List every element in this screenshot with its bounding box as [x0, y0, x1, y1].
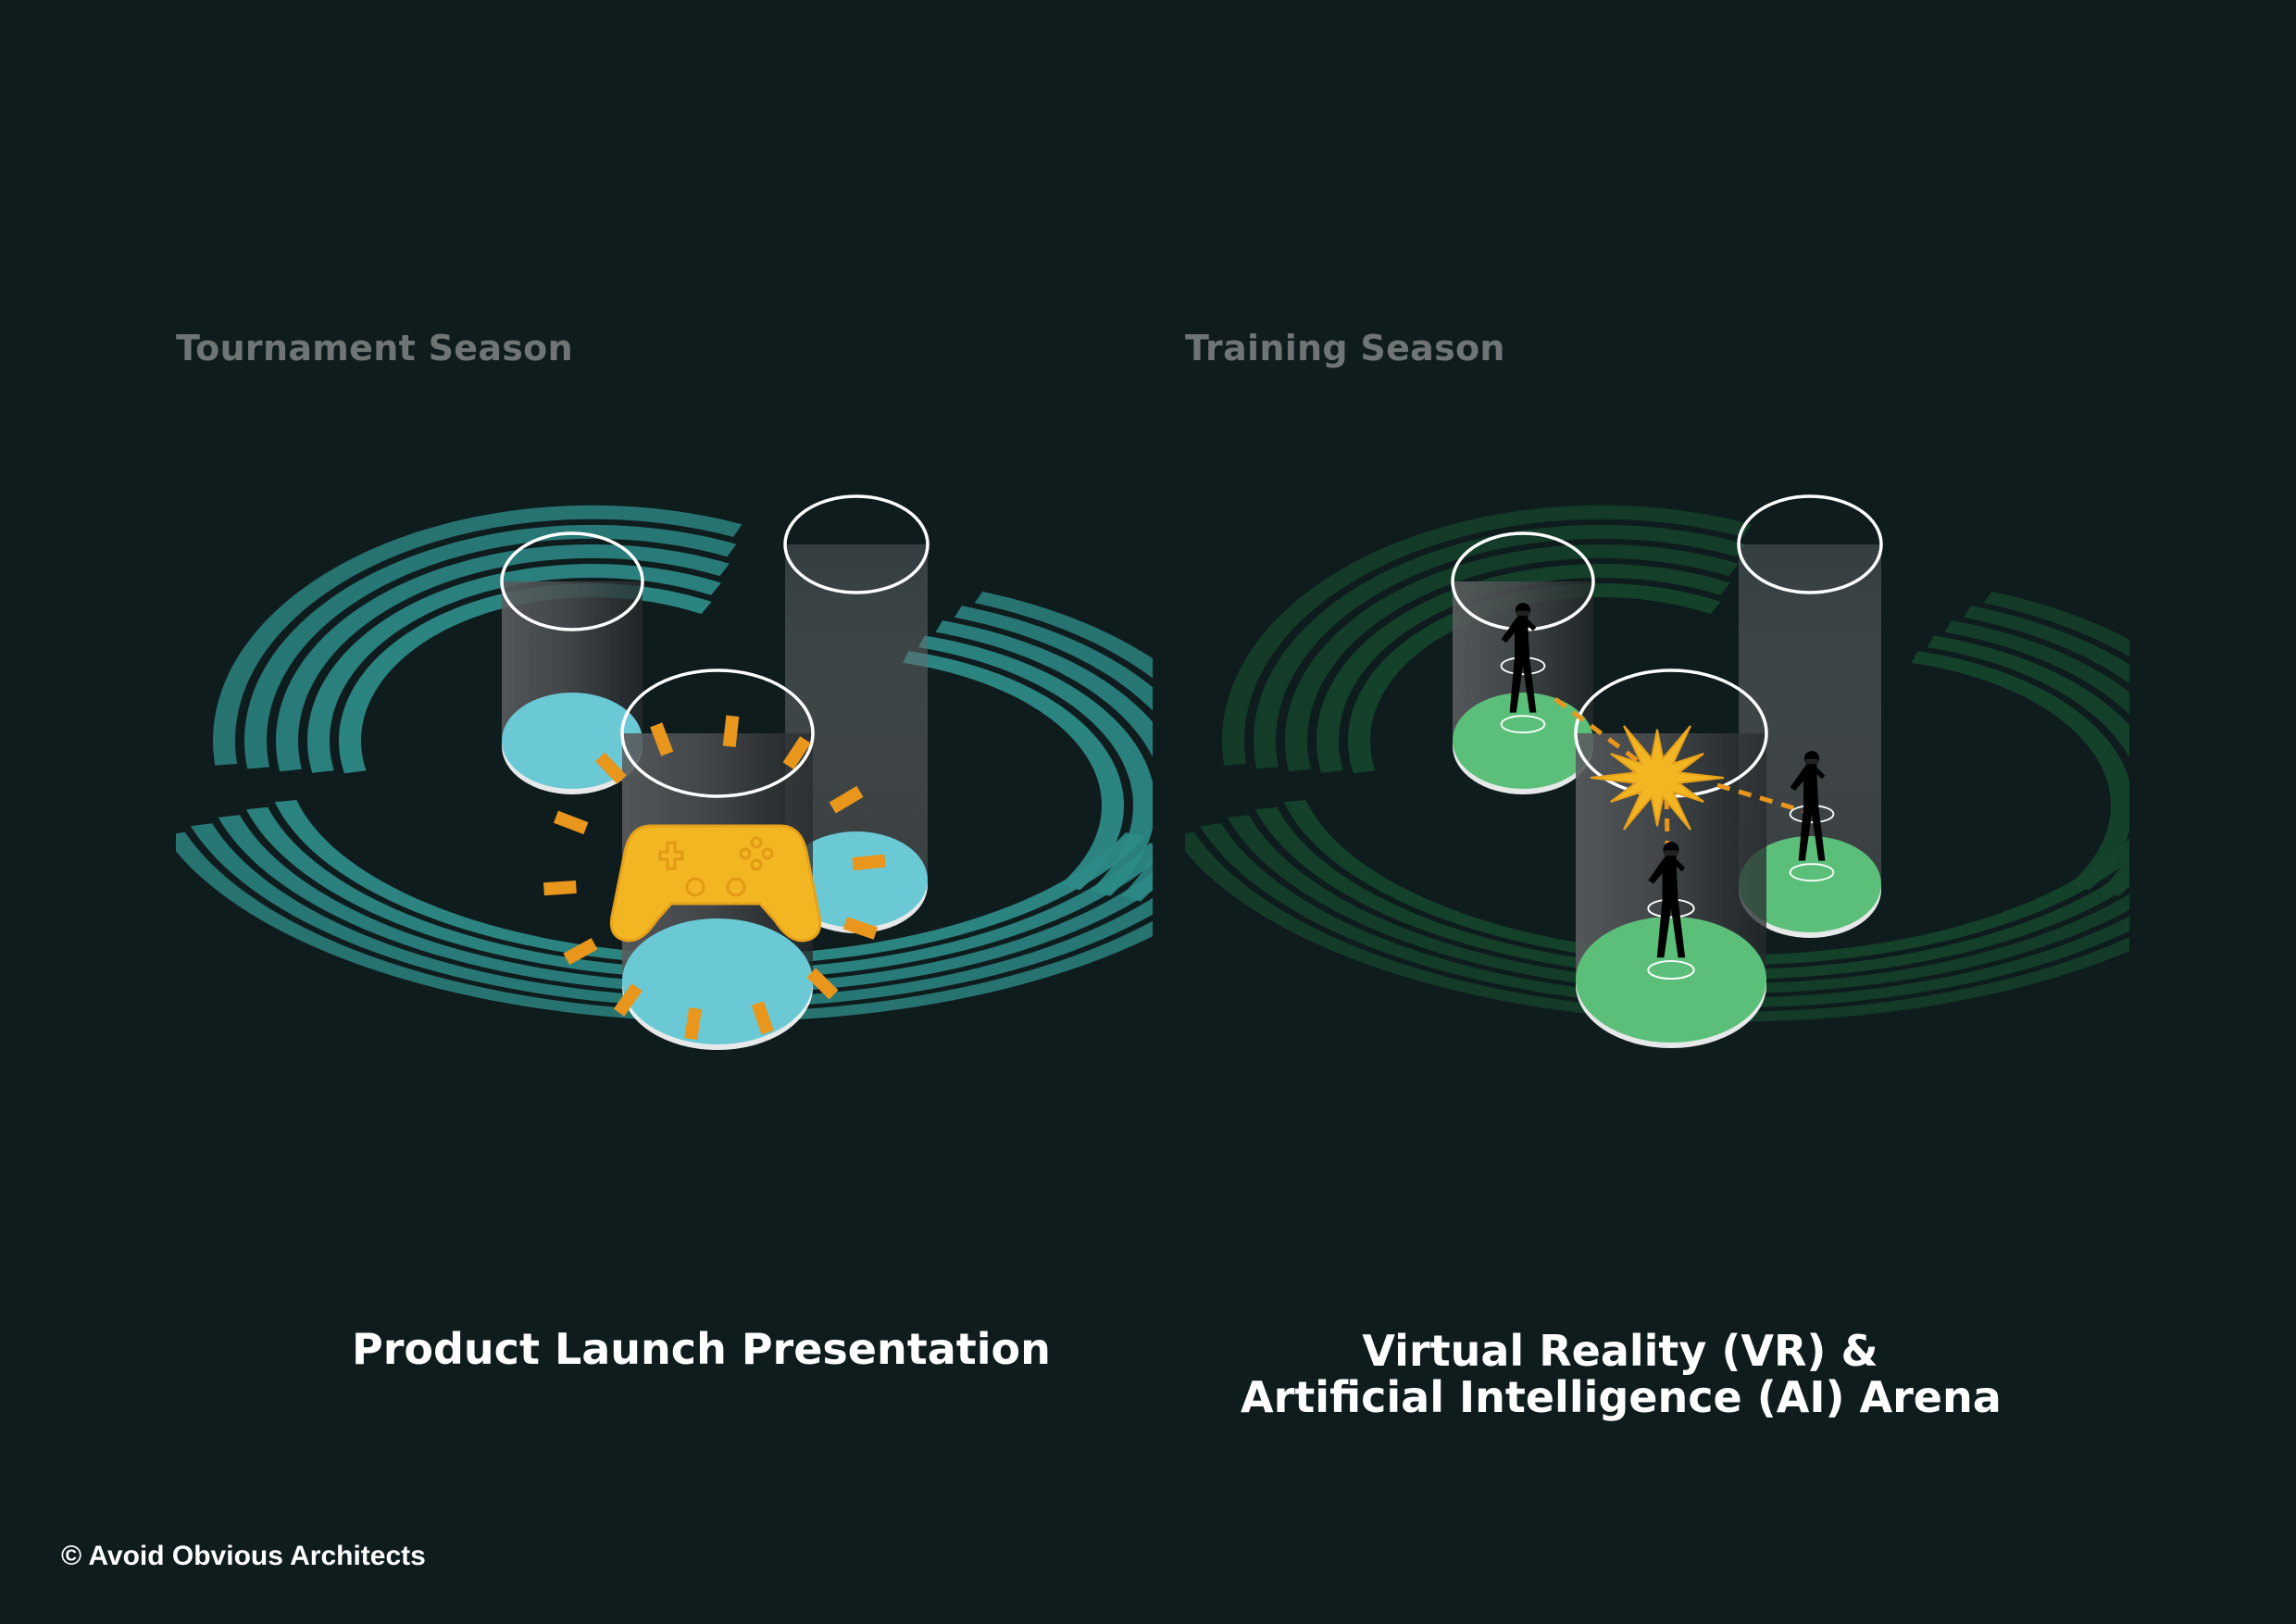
column-top-ring: [783, 494, 930, 594]
highlight-ray: [613, 983, 643, 1017]
copyright-notice: © Avoid Obvious Architects: [61, 1541, 426, 1571]
vr-player-icon: [1789, 751, 1835, 882]
seating-tier-band: [276, 544, 730, 772]
seating-tier-band: [1227, 815, 2129, 993]
training-stage-pods: [1451, 494, 1883, 1048]
player-silhouette: [1648, 842, 1686, 958]
player-silhouette: [1790, 751, 1826, 861]
highlight-ray: [829, 785, 864, 814]
thumbstick: [726, 877, 746, 897]
controller-button: [750, 858, 763, 871]
player-ring: [1500, 715, 1546, 734]
controller-button: [739, 847, 752, 860]
highlight-ray: [751, 1001, 774, 1035]
stage-platform: [622, 918, 813, 1044]
seating-tier-band: [1254, 524, 1746, 769]
vr-headset: [1664, 850, 1678, 856]
seating-tier-band: [1944, 620, 2129, 715]
seating-tier-band: [1285, 544, 1739, 772]
controller-body: [609, 824, 822, 943]
light-column: [1739, 544, 1881, 932]
column-top-ring: [500, 531, 644, 631]
highlight-ray: [595, 752, 627, 784]
vr-headset: [1516, 610, 1530, 617]
vr-player-icon: [1500, 603, 1546, 734]
controller-button: [750, 836, 763, 849]
highlight-ray: [684, 1007, 703, 1041]
seating-tier-band: [1283, 800, 2129, 966]
seating-tier-band: [1185, 831, 2129, 1022]
player-silhouette: [1501, 603, 1537, 713]
highlight-ray: [553, 810, 589, 835]
highlight-ray: [806, 968, 839, 1000]
seating-tier-band: [1348, 583, 1721, 774]
game-controller-icon: [609, 824, 822, 943]
player-ring: [1647, 960, 1695, 981]
highlight-ray: [563, 938, 598, 966]
seating-tier-band: [1316, 564, 1730, 773]
seating-tier-band: [1255, 806, 2129, 980]
seating-tier-rings: [176, 505, 1153, 1022]
thumbstick: [685, 877, 705, 897]
controller-button: [761, 847, 774, 860]
light-column: [785, 544, 928, 928]
stage-platform: [1739, 836, 1881, 932]
seating-tier-band: [1983, 591, 2129, 657]
seating-tier-band: [1963, 606, 2129, 684]
dpad-icon: [658, 841, 684, 870]
vr-player-icon: [1647, 842, 1695, 981]
caption-line: Artificial Intelligence (AI) Arena: [1241, 1372, 2002, 1422]
seating-tier-band: [974, 591, 1153, 679]
training-season-label: Training Season: [1185, 328, 1505, 369]
tournament-season-label: Tournament Season: [176, 328, 573, 369]
seating-tier-band: [1200, 823, 2129, 1008]
seating-tier-band: [1222, 505, 1752, 766]
highlight-ray: [782, 736, 811, 769]
seating-tier-band: [191, 823, 1153, 1008]
seating-tier-band: [339, 583, 712, 774]
seating-tier-band: [213, 505, 742, 766]
seating-tier-band: [176, 831, 1153, 1022]
interaction-line: [1716, 782, 1811, 816]
tournament-caption: Product Launch Presentation: [352, 1324, 1051, 1374]
seating-tier-band: [307, 564, 721, 773]
caption-line: Virtual Reality (VR) &: [1362, 1326, 1878, 1376]
seating-tier-band: [935, 620, 1153, 902]
player-ring: [1789, 863, 1835, 882]
training-caption: Virtual Reality (VR) & Artificial Intell…: [1241, 1326, 2002, 1422]
caption-line: Product Launch Presentation: [352, 1324, 1051, 1374]
highlight-ray: [842, 917, 879, 940]
seating-tier-band: [218, 815, 1153, 993]
highlight-ray: [650, 722, 674, 756]
explosion-burst: [1590, 725, 1725, 831]
explosion-icon: [1590, 725, 1725, 831]
stage-platform: [785, 831, 928, 928]
highlight-ray: [722, 715, 740, 748]
stage-platform: [1453, 693, 1593, 789]
highlight-ray: [543, 880, 577, 896]
training-panel-diagram: [1185, 505, 2129, 1022]
interaction-line: [1554, 697, 1650, 770]
highlight-ray: [852, 854, 886, 871]
tournament-panel-diagram: [176, 505, 1153, 1022]
seating-tier-rings: [1185, 505, 2129, 1022]
column-top-ring: [620, 668, 815, 798]
tournament-stage-pods: [500, 494, 930, 1050]
seating-tier-band: [244, 524, 737, 769]
highlight-rays: [543, 715, 886, 1041]
seating-tier-band: [1912, 651, 2129, 891]
column-top-ring: [1737, 494, 1883, 594]
seating-tier-band: [1928, 635, 2129, 896]
vr-headset: [1804, 758, 1819, 765]
